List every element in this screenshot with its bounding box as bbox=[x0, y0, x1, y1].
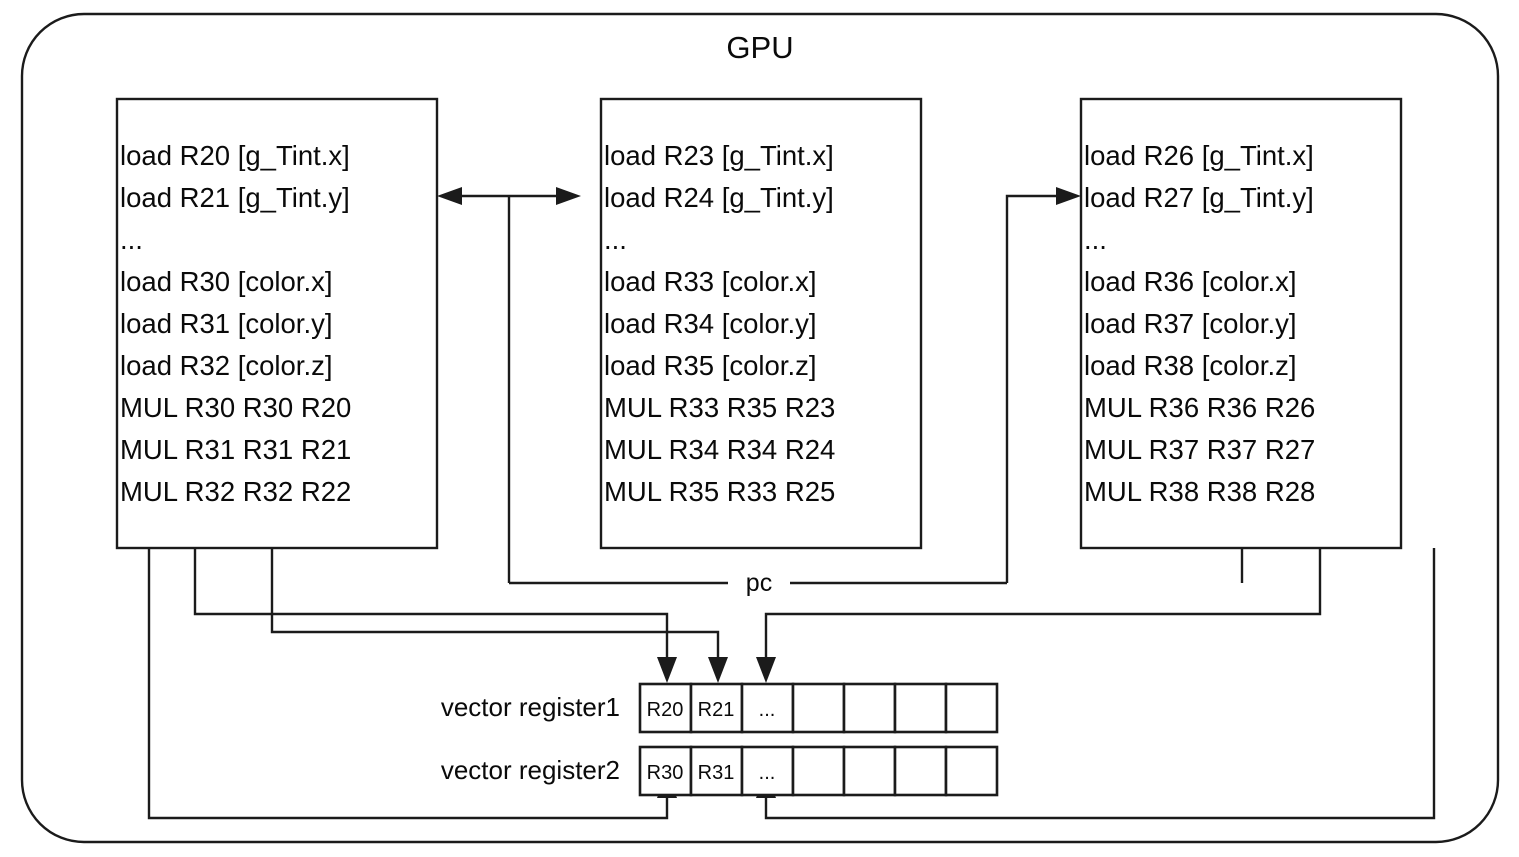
thread-group-1-line-2: ... bbox=[120, 224, 143, 255]
vector-register-2-cell-2-text: ... bbox=[759, 762, 776, 784]
pc-arrow-to-group1 bbox=[437, 187, 462, 205]
vector-register-2-label: vector register2 bbox=[441, 755, 620, 785]
thread-group-2-line-4: load R34 [color.y] bbox=[604, 308, 816, 339]
vector-register-2-cell-6[interactable] bbox=[944, 745, 999, 797]
vector-register-1-cell-4[interactable] bbox=[842, 682, 897, 734]
thread-group-2-line-1: load R24 [g_Tint.y] bbox=[604, 182, 834, 213]
write-arrow-register1-cell3 bbox=[756, 657, 776, 683]
thread-group-2-line-0: load R23 [g_Tint.x] bbox=[604, 140, 834, 171]
thread-group-2-line-8: MUL R35 R33 R25 bbox=[604, 476, 835, 507]
thread-group-3-line-2: ... bbox=[1084, 224, 1107, 255]
vector-register-1-cell-5[interactable] bbox=[893, 682, 948, 734]
vector-register-2-cells: R30 R31 ... bbox=[638, 745, 999, 797]
vector-register-1-cells: R20 R21 ... bbox=[638, 682, 999, 734]
thread-group-1-line-7: MUL R31 R31 R21 bbox=[120, 434, 351, 465]
thread-group-3-line-6: MUL R36 R36 R26 bbox=[1084, 392, 1315, 423]
thread-group-1-line-1: load R21 [g_Tint.y] bbox=[120, 182, 350, 213]
write-paths-register1 bbox=[193, 548, 1322, 683]
vector-register-1-cell-3[interactable] bbox=[791, 682, 846, 734]
vector-register-2-cell-5[interactable] bbox=[893, 745, 948, 797]
vector-register-1-cell-2-text: ... bbox=[759, 699, 776, 721]
write-arrow-register1-cell1 bbox=[657, 657, 677, 683]
pc-fanout-top bbox=[437, 187, 581, 583]
thread-group-2-line-2: ... bbox=[604, 224, 627, 255]
thread-group-3-line-0: load R26 [g_Tint.x] bbox=[1084, 140, 1314, 171]
pc-bus: pc bbox=[509, 569, 1007, 597]
vector-register-1-cell-6[interactable] bbox=[944, 682, 999, 734]
pc-label: pc bbox=[746, 569, 772, 597]
vector-register-1-cell-0-text: R20 bbox=[647, 699, 684, 721]
thread-group-2-line-7: MUL R34 R34 R24 bbox=[604, 434, 835, 465]
vector-register-1-label: vector register1 bbox=[441, 692, 620, 722]
thread-group-1-line-6: MUL R30 R30 R20 bbox=[120, 392, 351, 423]
vector-register-2-cell-0[interactable] bbox=[638, 745, 693, 797]
pc-feed-group3 bbox=[1005, 187, 1081, 583]
thread-group-3-line-1: load R27 [g_Tint.y] bbox=[1084, 182, 1314, 213]
vector-register-1-cell-1[interactable] bbox=[689, 682, 744, 734]
vector-register-2-cell-3[interactable] bbox=[791, 745, 846, 797]
gpu-title: GPU bbox=[726, 30, 793, 65]
thread-group-2-line-3: load R33 [color.x] bbox=[604, 266, 816, 297]
vector-register-1-cell-1-text: R21 bbox=[698, 699, 735, 721]
thread-group-1-line-5: load R32 [color.z] bbox=[120, 350, 332, 381]
thread-group-1-line-3: load R30 [color.x] bbox=[120, 266, 332, 297]
thread-group-3-line-8: MUL R38 R38 R28 bbox=[1084, 476, 1315, 507]
thread-group-2-box bbox=[599, 97, 923, 550]
write-arrow-register1-cell2 bbox=[708, 657, 728, 683]
thread-group-1-line-4: load R31 [color.y] bbox=[120, 308, 332, 339]
vector-register-1-cell-2[interactable] bbox=[740, 682, 795, 734]
vector-register-2-cell-0-text: R30 bbox=[647, 762, 684, 784]
thread-group-3-line-7: MUL R37 R37 R27 bbox=[1084, 434, 1315, 465]
pc-arrow-to-group3 bbox=[1056, 187, 1081, 205]
thread-group-3-box bbox=[1079, 97, 1403, 550]
thread-group-3-line-4: load R37 [color.y] bbox=[1084, 308, 1296, 339]
thread-group-2-line-5: load R35 [color.z] bbox=[604, 350, 816, 381]
thread-group-3-line-5: load R38 [color.z] bbox=[1084, 350, 1296, 381]
vector-register-2-cell-4[interactable] bbox=[842, 745, 897, 797]
pc-arrow-to-group2 bbox=[556, 187, 581, 205]
thread-group-1-line-8: MUL R32 R32 R22 bbox=[120, 476, 351, 507]
vector-register-2-cell-1-text: R31 bbox=[698, 762, 735, 784]
thread-group-1-box bbox=[115, 97, 439, 550]
thread-group-2-line-6: MUL R33 R35 R23 bbox=[604, 392, 835, 423]
thread-group-1-line-0: load R20 [g_Tint.x] bbox=[120, 140, 350, 171]
thread-group-3-line-3: load R36 [color.x] bbox=[1084, 266, 1296, 297]
vector-register-2-cell-1[interactable] bbox=[689, 745, 744, 797]
gpu-outer-frame bbox=[20, 12, 1500, 844]
